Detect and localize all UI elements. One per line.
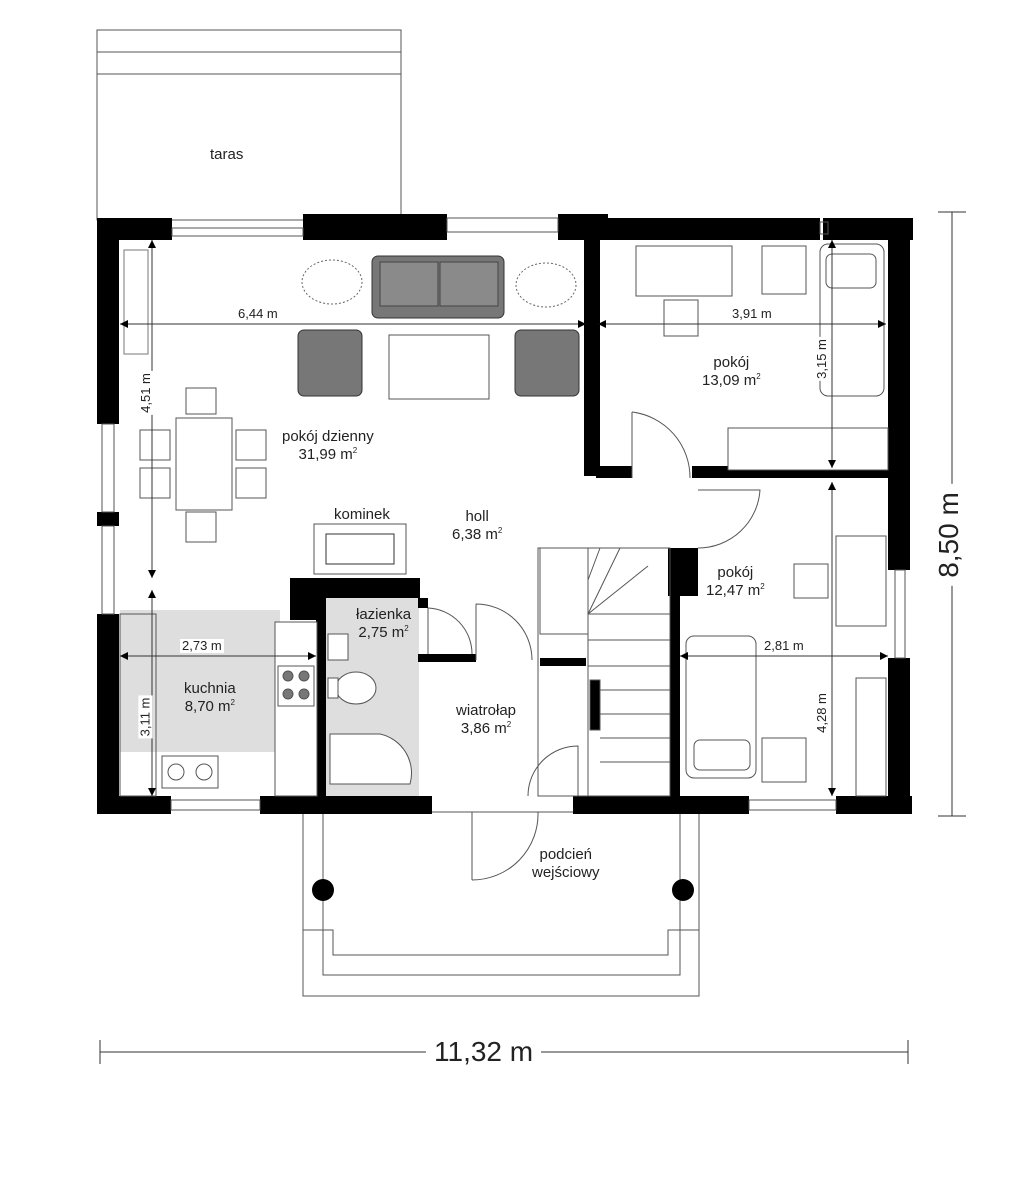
bathroom-label: łazienka 2,75 m2	[356, 606, 411, 642]
dim-room1-width: 3,91 m	[730, 306, 774, 321]
room1-label: pokój 13,09 m2	[702, 354, 761, 390]
room1-name: pokój	[713, 354, 750, 371]
bathroom-area-exp: 2	[404, 624, 409, 633]
terrace	[96, 29, 402, 221]
vestibule-area-exp: 2	[506, 720, 512, 729]
living-room-area: 31,99 m	[298, 446, 353, 463]
holl-label: holl 6,38 m2	[452, 508, 502, 544]
kitchen-area: 8,70 m	[184, 698, 231, 715]
vestibule-name: wiatrołap	[456, 702, 517, 719]
living-room-name: pokój dzienny	[282, 428, 374, 445]
entrance-porch	[302, 811, 700, 997]
living-room-label: pokój dzienny 31,99 m2	[282, 428, 374, 464]
dim-total-depth: 8,50 m	[933, 484, 964, 586]
bathroom-area: 2,75 m	[358, 624, 405, 641]
dim-room1-depth: 3,15 m	[813, 337, 829, 381]
porch-label: podcień wejściowy	[532, 846, 600, 882]
holl-area-exp: 2	[497, 526, 503, 535]
bathroom-name: łazienka	[356, 606, 412, 623]
room1-area-exp: 2	[756, 372, 761, 381]
kominek-label: kominek	[334, 506, 390, 524]
bathroom-fixtures	[327, 633, 413, 785]
porch-line1: podcień	[539, 846, 593, 863]
dim-kitchen-depth: 3,11 m	[137, 695, 153, 739]
living-room-area-exp: 2	[352, 446, 358, 455]
room2-area: 12,47 m	[706, 582, 761, 599]
staircase	[537, 547, 671, 797]
doors	[427, 411, 761, 881]
kitchen-label: kuchnia 8,70 m2	[184, 680, 236, 716]
room1-furniture	[635, 243, 889, 471]
kitchen-area-exp: 2	[230, 698, 235, 707]
dim-kitchen-width: 2,73 m	[180, 638, 224, 653]
vestibule-label: wiatrołap 3,86 m2	[456, 702, 516, 738]
dim-room2-depth: 4,28 m	[813, 691, 829, 735]
living-furniture	[123, 249, 580, 575]
room2-furniture	[685, 535, 887, 797]
dimension-arrows	[120, 240, 888, 796]
room2-name: pokój	[717, 564, 754, 581]
holl-name: holl	[465, 508, 489, 525]
windows	[101, 217, 906, 811]
room2-label: pokój 12,47 m2	[706, 564, 765, 600]
vestibule-area: 3,86 m	[460, 720, 507, 737]
dim-living-depth: 4,51 m	[137, 371, 153, 415]
room1-area: 13,09 m	[702, 372, 757, 389]
room2-area-exp: 2	[760, 582, 765, 591]
dim-living-width: 6,44 m	[236, 306, 280, 321]
kitchen-furniture	[119, 613, 318, 797]
kominek-name: kominek	[334, 506, 390, 523]
dim-room2-width: 2,81 m	[762, 638, 806, 653]
taras-label: taras	[210, 146, 243, 164]
taras-name: taras	[210, 146, 244, 163]
kitchen-name: kuchnia	[184, 680, 236, 697]
dim-total-width: 11,32 m	[426, 1037, 542, 1067]
porch-line2: wejściowy	[532, 864, 600, 881]
holl-area: 6,38 m	[452, 526, 498, 543]
